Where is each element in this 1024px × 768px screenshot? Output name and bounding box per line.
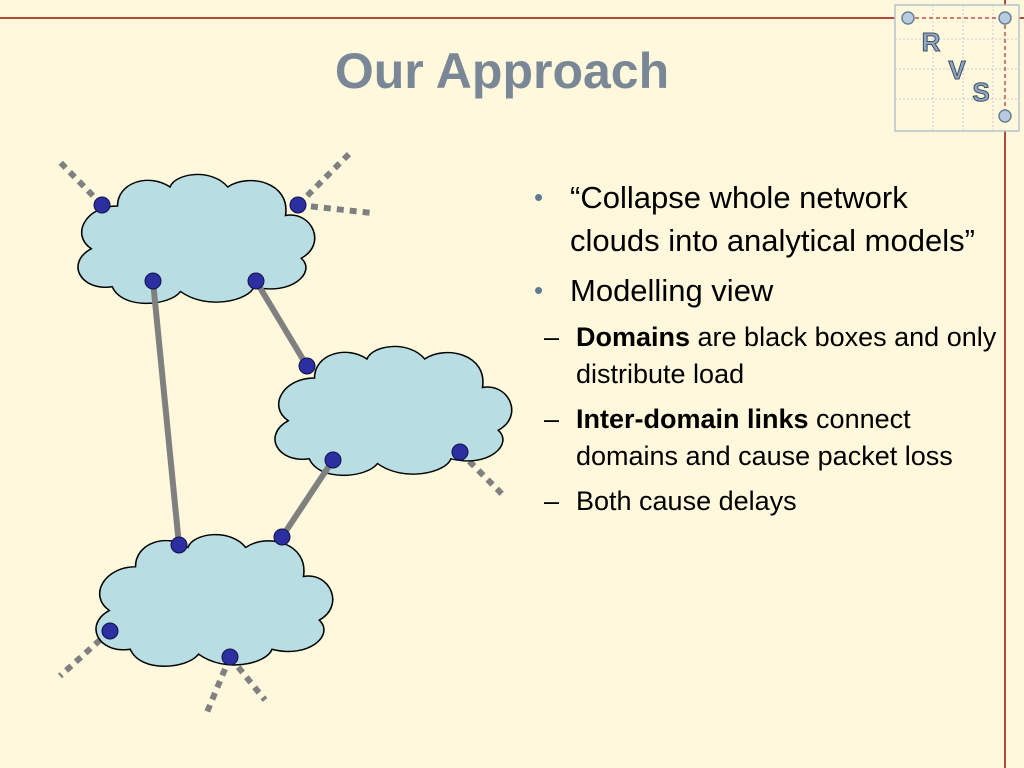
external-link — [57, 628, 113, 679]
border-node — [221, 648, 239, 666]
inter-domain-link — [253, 279, 310, 368]
logo-letter-r: R — [922, 27, 941, 57]
border-node — [451, 443, 469, 461]
sub-bullet-bold: Inter-domain links — [576, 404, 809, 434]
logo-corner-dot — [998, 109, 1012, 123]
sub-bullet-text: Both cause delays — [576, 486, 797, 516]
border-node — [93, 196, 111, 214]
sub-bullet-links: – Inter-domain links connect domains and… — [494, 401, 1002, 475]
bullet-list: • “Collapse whole network clouds into an… — [532, 176, 1002, 528]
border-node — [144, 272, 162, 290]
sub-bullet-text: are black boxes and only distribute load — [576, 322, 997, 389]
external-link — [202, 655, 233, 719]
bullet-modelling-view: • Modelling view — [532, 269, 1002, 312]
border-node — [273, 528, 291, 546]
external-link — [55, 157, 105, 208]
slide-title: Our Approach — [334, 43, 670, 99]
frame-horizontal-line — [0, 17, 1024, 19]
border-node — [247, 272, 265, 290]
domain-cloud-top — [77, 173, 316, 305]
domain-cloud-bottom — [95, 533, 334, 668]
bullet-dot-icon: • — [534, 275, 544, 305]
border-node — [101, 622, 119, 640]
logo-corner-dot — [901, 11, 915, 25]
inter-domain-link — [279, 458, 336, 539]
logo-letter-v: V — [948, 55, 966, 85]
external-link — [227, 655, 268, 702]
sub-bullet-delays: – Both cause delays — [494, 483, 1002, 520]
bullet-collapse: • “Collapse whole network clouds into an… — [532, 176, 1002, 262]
border-node — [324, 451, 342, 469]
border-node — [170, 536, 188, 554]
external-link — [297, 202, 373, 216]
bullet-dot-icon: • — [534, 182, 544, 212]
sub-bullet-domains: – Domains are black boxes and only distr… — [494, 319, 1002, 393]
dash-icon: – — [544, 404, 560, 434]
dash-icon: – — [544, 322, 560, 352]
border-node — [298, 357, 316, 375]
logo-corner-dot — [998, 11, 1012, 25]
external-link — [295, 150, 353, 208]
inter-domain-link — [150, 280, 182, 546]
sub-bullet-text: connect domains and cause packet loss — [576, 404, 953, 471]
border-node — [289, 196, 307, 214]
rvs-logo: R V S — [894, 4, 1020, 132]
logo-letter-s: S — [972, 77, 989, 107]
bullet-text: “Collapse whole network clouds into anal… — [570, 180, 975, 258]
external-link — [457, 449, 507, 499]
network-diagram — [55, 150, 513, 719]
bullet-text: Modelling view — [570, 273, 774, 308]
frame-vertical-line — [1004, 0, 1006, 768]
sub-bullet-bold: Domains — [576, 322, 691, 352]
dash-icon: – — [544, 486, 560, 516]
